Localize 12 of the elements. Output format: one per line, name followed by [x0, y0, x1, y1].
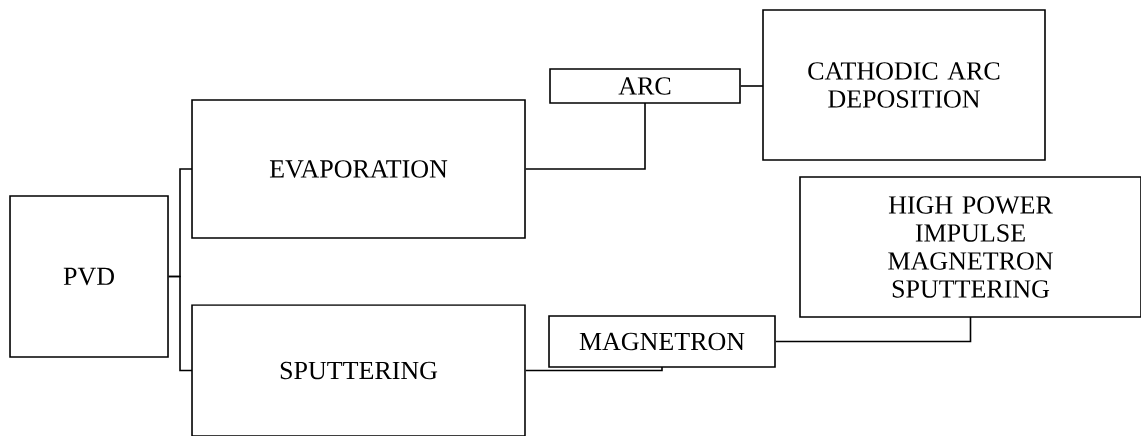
- connector-line: [525, 102, 646, 170]
- process-box: HIGH POWER IMPULSE MAGNETRON SPUTTERING: [799, 176, 1141, 318]
- connector-line: [525, 366, 663, 372]
- connector-line: [740, 85, 764, 87]
- process-box: ARC: [549, 68, 741, 104]
- process-box: CATHODIC ARC DEPOSITION: [762, 9, 1046, 161]
- connector-line: [775, 316, 972, 343]
- process-box: MAGNETRON: [548, 315, 776, 368]
- process-box: SPUTTERING: [191, 304, 526, 436]
- process-box: EVAPORATION: [191, 99, 526, 239]
- connector-line: [168, 275, 193, 372]
- process-box: PVD: [9, 195, 169, 358]
